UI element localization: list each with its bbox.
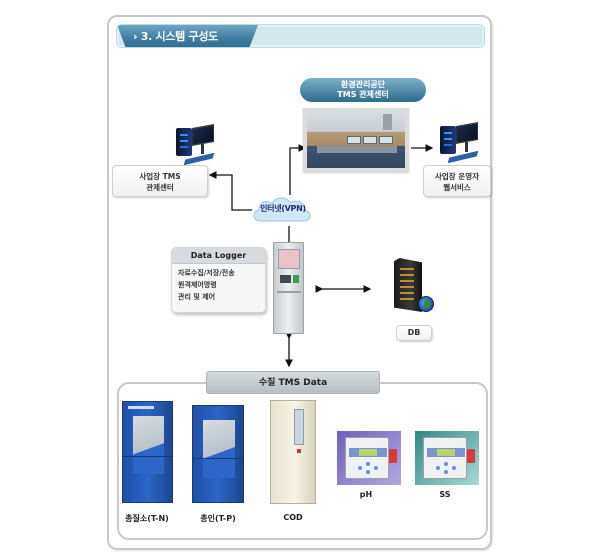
control-center-title-line1: 환경관리공단 bbox=[340, 80, 386, 89]
tp-analyzer-icon bbox=[192, 405, 244, 503]
internet-vpn-label: 인터넷(VPN) bbox=[260, 204, 306, 213]
control-center-title-line2: TMS 관제센터 bbox=[337, 90, 389, 99]
device-label-tp: 총인(T-P) bbox=[200, 514, 236, 523]
site-web-line2: 웹서비스 bbox=[443, 183, 471, 192]
control-center-title: 환경관리공단 TMS 관제센터 bbox=[300, 78, 426, 102]
section-title: › 3. 시스템 구성도 bbox=[133, 30, 218, 43]
site-tms-line2: 관제센터 bbox=[146, 183, 174, 192]
tn-analyzer-icon bbox=[122, 401, 173, 503]
water-tms-title: 수질 TMS Data bbox=[206, 371, 380, 394]
computer-icon bbox=[168, 122, 216, 170]
control-room-image bbox=[303, 108, 409, 172]
data-logger-cabinet-icon bbox=[273, 242, 304, 334]
globe-icon bbox=[418, 296, 434, 312]
site-tms-center: 사업장 TMS 관제센터 bbox=[112, 165, 208, 197]
ph-meter-icon bbox=[337, 431, 401, 485]
site-web-line1: 사업장 운영자 bbox=[434, 172, 479, 181]
site-web-service: 사업장 운영자 웹서비스 bbox=[423, 165, 491, 197]
device-label-ph: pH bbox=[359, 490, 373, 499]
server-icon bbox=[394, 258, 422, 312]
cod-analyzer-icon bbox=[270, 400, 316, 504]
db-label: DB bbox=[396, 325, 432, 341]
site-tms-line1: 사업장 TMS bbox=[139, 172, 181, 181]
data-logger-function: 원격제어명령 bbox=[178, 281, 217, 289]
section-title-tab bbox=[117, 25, 258, 47]
computer-icon bbox=[432, 120, 480, 168]
device-label-tn: 총질소(T-N) bbox=[125, 514, 169, 523]
device-label-cod: COD bbox=[283, 513, 303, 522]
data-logger-box: Data Logger 자료수집/저장/전송 원격제어명령 관리 및 제어 bbox=[171, 247, 266, 313]
ss-meter-icon bbox=[415, 431, 479, 485]
cloud-icon bbox=[253, 197, 311, 222]
data-logger-function: 자료수집/저장/전송 bbox=[178, 269, 235, 277]
data-logger-title: Data Logger bbox=[172, 248, 265, 264]
device-label-ss: SS bbox=[439, 490, 451, 499]
data-logger-function: 관리 및 제어 bbox=[178, 293, 216, 301]
